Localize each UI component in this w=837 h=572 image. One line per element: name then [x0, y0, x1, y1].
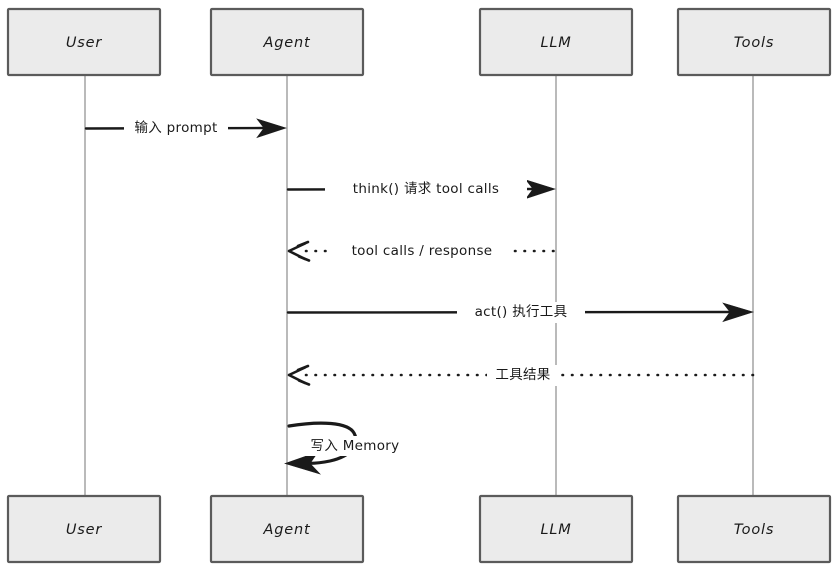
participant-box-tools-bottom[interactable]: Tools — [676, 494, 832, 564]
label-backdrop — [124, 118, 228, 139]
lifelines-group — [84, 75, 754, 497]
arrowhead-right-icon — [256, 118, 287, 139]
arrowhead-left-accent-icon — [296, 240, 311, 262]
participant-label-agent-top: Agent — [263, 35, 311, 51]
participant-box-user-top[interactable]: User — [6, 7, 162, 77]
participant-label-llm-top: LLM — [540, 35, 571, 51]
message-tool-result[interactable]: 工具结果 — [287, 364, 755, 386]
participant-label-tools-bottom: Tools — [734, 522, 774, 538]
arrowhead-right-icon — [722, 302, 755, 323]
participant-label-agent-bottom: Agent — [263, 522, 311, 538]
participant-box-llm-top[interactable]: LLM — [478, 7, 634, 77]
arrowhead-right-icon — [525, 179, 556, 200]
participant-label-user-top: User — [66, 35, 102, 51]
participant-rect — [478, 7, 634, 77]
message-label-input-prompt: 输入 prompt — [134, 120, 217, 136]
participant-rect — [6, 7, 162, 77]
participant-rect — [676, 494, 832, 564]
participant-box-agent-bottom[interactable]: Agent — [209, 494, 365, 564]
label-backdrop — [325, 179, 527, 200]
message-act-execute-tool[interactable]: act() 执行工具 — [286, 302, 755, 323]
message-label-think-tool-calls: think() 请求 tool calls — [353, 181, 499, 197]
label-backdrop — [487, 365, 559, 386]
participant-rect — [209, 494, 365, 564]
participant-box-llm-bottom[interactable]: LLM — [478, 494, 634, 564]
message-label-tool-result: 工具结果 — [495, 367, 550, 383]
participant-rect — [676, 7, 832, 77]
participant-label-user-bottom: User — [66, 522, 102, 538]
message-think-tool-calls[interactable]: think() 请求 tool calls — [286, 179, 556, 200]
message-input-prompt[interactable]: 输入 prompt — [84, 118, 287, 139]
message-label-write-memory: 写入 Memory — [311, 438, 400, 454]
participant-label-tools-top: Tools — [734, 35, 774, 51]
label-backdrop — [333, 241, 511, 262]
participant-box-user-bottom[interactable]: User — [6, 494, 162, 564]
participant-label-llm-bottom: LLM — [540, 522, 571, 538]
label-backdrop — [300, 436, 410, 456]
participant-rect — [478, 494, 634, 564]
message-label-act-execute-tool: act() 执行工具 — [475, 304, 568, 320]
message-label-tool-calls-response: tool calls / response — [352, 243, 493, 259]
participant-rect — [6, 494, 162, 564]
participant-box-tools-top[interactable]: Tools — [676, 7, 832, 77]
participant-rect — [209, 7, 365, 77]
message-tool-calls-response[interactable]: tool calls / response — [287, 240, 558, 262]
arrowhead-left-accent-icon — [296, 364, 311, 386]
message-write-memory[interactable]: 写入 Memory — [284, 421, 410, 475]
participant-box-agent-top[interactable]: Agent — [209, 7, 365, 77]
label-backdrop — [457, 302, 585, 323]
